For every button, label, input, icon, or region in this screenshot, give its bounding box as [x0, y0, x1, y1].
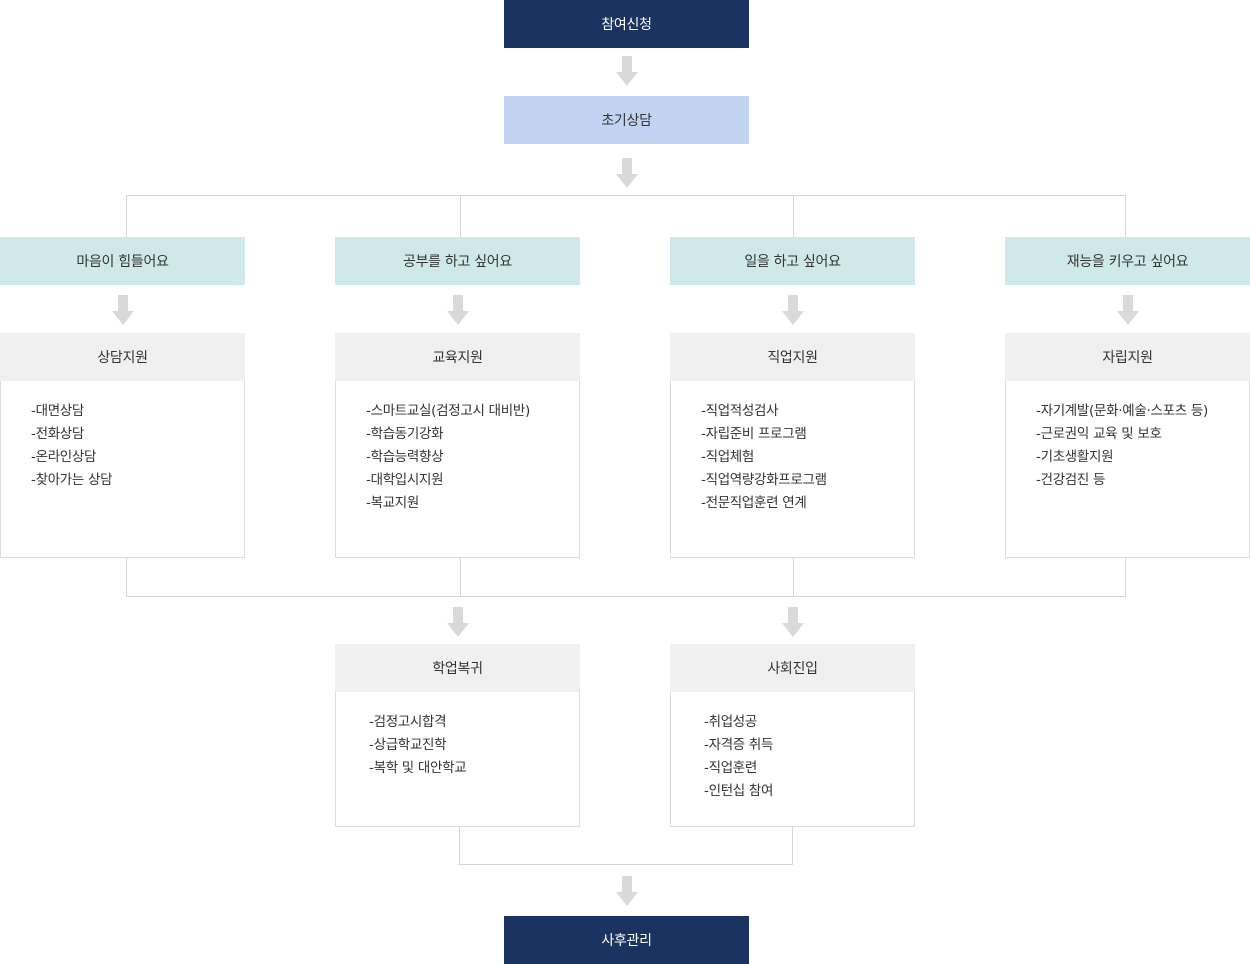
- initial-consult-box: 초기상담: [504, 96, 749, 144]
- arrow-down-icon: [112, 295, 134, 325]
- support-panel-job: 직업지원 -직업적성검사 -자립준비 프로그램 -직업체험 -직업역량강화프로그…: [670, 333, 915, 558]
- support-title: 교육지원: [335, 333, 580, 381]
- list-item: -자기계발(문화·예술·스포츠 등): [1036, 403, 1208, 419]
- outcome-title: 사회진입: [670, 644, 915, 692]
- list-item: -직업적성검사: [701, 403, 779, 419]
- list-item: -직업훈련: [704, 760, 758, 776]
- list-item: -건강검진 등: [1036, 472, 1106, 488]
- start-box: 참여신청: [504, 0, 749, 48]
- support-title: 자립지원: [1005, 333, 1250, 381]
- list-item: -대학입시지원: [366, 472, 444, 488]
- outcome-title: 학업복귀: [335, 644, 580, 692]
- arrow-down-icon: [1117, 295, 1139, 325]
- list-item: -복학 및 대안학교: [369, 760, 467, 776]
- list-item: -학습능력향상: [366, 449, 444, 465]
- list-item: -취업성공: [704, 714, 758, 730]
- arrow-down-icon: [616, 56, 638, 86]
- merge-connector: [793, 558, 794, 596]
- arrow-down-icon: [447, 295, 469, 325]
- arrow-down-icon: [782, 295, 804, 325]
- list-item: -온라인상담: [31, 449, 97, 465]
- list-item: -스마트교실(검정고시 대비반): [366, 403, 530, 419]
- list-item: -전문직업훈련 연계: [701, 495, 807, 511]
- list-item: -복교지원: [366, 495, 420, 511]
- list-item: -기초생활지원: [1036, 449, 1114, 465]
- list-item: -자립준비 프로그램: [701, 426, 807, 442]
- branch-connector: [126, 195, 127, 237]
- list-item: -검정고시합격: [369, 714, 447, 730]
- arrow-down-icon: [782, 607, 804, 637]
- support-title: 상담지원: [0, 333, 245, 381]
- final-connector: [459, 827, 460, 864]
- need-box: 재능을 키우고 싶어요: [1005, 237, 1250, 285]
- final-connector: [792, 827, 793, 864]
- list-item: -자격증 취득: [704, 737, 774, 753]
- merge-connector: [126, 558, 127, 596]
- branch-connector: [126, 195, 1126, 196]
- final-connector: [459, 864, 793, 865]
- branch-connector: [793, 195, 794, 237]
- list-item: -전화상담: [31, 426, 85, 442]
- branch-connector: [1125, 195, 1126, 237]
- list-item: -학습동기강화: [366, 426, 444, 442]
- need-box: 일을 하고 싶어요: [670, 237, 915, 285]
- list-item: -상급학교진학: [369, 737, 447, 753]
- arrow-down-icon: [447, 607, 469, 637]
- merge-connector: [460, 558, 461, 596]
- list-item: -직업체험: [701, 449, 755, 465]
- outcome-panel-social: 사회진입 -취업성공 -자격증 취득 -직업훈련 -인턴십 참여: [670, 644, 915, 827]
- list-item: -직업역량강화프로그램: [701, 472, 827, 488]
- arrow-down-icon: [616, 876, 638, 906]
- need-box: 공부를 하고 싶어요: [335, 237, 580, 285]
- arrow-down-icon: [616, 158, 638, 188]
- merge-connector: [1125, 558, 1126, 596]
- outcome-panel-academic: 학업복귀 -검정고시합격 -상급학교진학 -복학 및 대안학교: [335, 644, 580, 827]
- need-box: 마음이 힘들어요: [0, 237, 245, 285]
- list-item: -대면상담: [31, 403, 85, 419]
- support-panel-education: 교육지원 -스마트교실(검정고시 대비반) -학습동기강화 -학습능력향상 -대…: [335, 333, 580, 558]
- support-panel-counseling: 상담지원 -대면상담 -전화상담 -온라인상담 -찾아가는 상담: [0, 333, 245, 558]
- support-title: 직업지원: [670, 333, 915, 381]
- end-box: 사후관리: [504, 916, 749, 964]
- list-item: -근로권익 교육 및 보호: [1036, 426, 1162, 442]
- list-item: -찾아가는 상담: [31, 472, 113, 488]
- support-panel-independence: 자립지원 -자기계발(문화·예술·스포츠 등) -근로권익 교육 및 보호 -기…: [1005, 333, 1250, 558]
- merge-connector: [126, 596, 1126, 597]
- branch-connector: [460, 195, 461, 237]
- list-item: -인턴십 참여: [704, 783, 774, 799]
